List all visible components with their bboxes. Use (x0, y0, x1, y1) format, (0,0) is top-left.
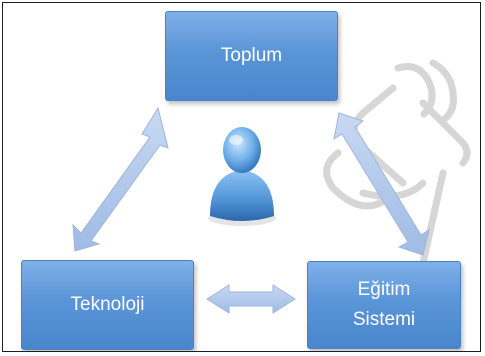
node-egitim-label-line2: Sistemi (352, 309, 416, 330)
node-egitim-label-line1: Eğitim (357, 279, 411, 300)
node-toplum-label: Toplum (220, 45, 283, 66)
diagram-frame: Toplum Teknoloji Eğitim Sistemi (2, 2, 481, 352)
user-icon (208, 127, 276, 226)
arrow-toplum-egitim (333, 112, 430, 256)
node-teknoloji: Teknoloji (21, 260, 194, 350)
node-egitim-sistemi: Eğitim Sistemi (307, 261, 461, 349)
node-toplum: Toplum (165, 11, 338, 101)
node-teknoloji-label: Teknoloji (70, 294, 145, 315)
arrow-teknoloji-egitim (206, 284, 296, 314)
arrows-layer (72, 106, 430, 314)
arrow-teknoloji-toplum (72, 106, 169, 252)
